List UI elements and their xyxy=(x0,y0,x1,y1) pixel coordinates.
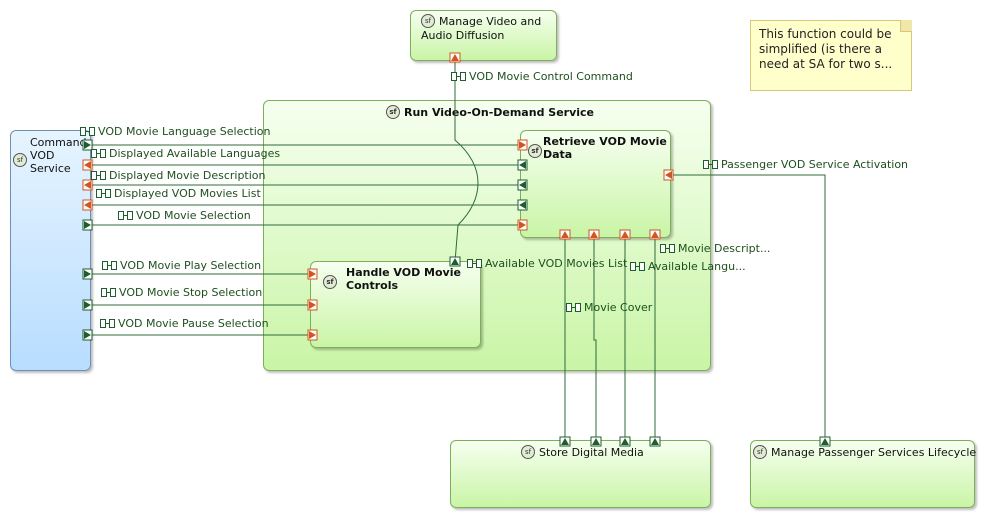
function-manage-passenger-services-lifecycle[interactable]: sf Manage Passenger Services Lifecycle xyxy=(750,440,977,508)
wire-passenger-activation xyxy=(671,174,826,440)
exchange-label-stop-selection[interactable]: VOD Movie Stop Selection xyxy=(101,286,262,299)
function-label: Manage Passenger Services Lifecycle xyxy=(771,446,977,459)
system-function-icon: sf xyxy=(323,275,337,289)
functional-exchange-icon xyxy=(660,243,675,253)
note-fold-corner xyxy=(900,20,912,32)
exchange-label-displayed-description[interactable]: Displayed Movie Description xyxy=(91,169,266,182)
wire-movie-cover-2 xyxy=(593,238,597,440)
exchange-label-displayed-list[interactable]: Displayed VOD Movies List xyxy=(96,187,261,200)
function-retrieve-vod-movie-data[interactable]: sf Retrieve VOD Movie Data xyxy=(520,130,671,238)
functional-exchange-icon xyxy=(100,318,115,328)
exchange-label-passenger-activation[interactable]: Passenger VOD Service Activation xyxy=(703,158,908,171)
ports xyxy=(82,52,831,447)
function-handle-vod-movie-controls[interactable]: sf Handle VOD Movie Controls xyxy=(310,261,481,348)
functional-exchange-icon xyxy=(566,302,581,312)
exchange-label-language-selection[interactable]: VOD Movie Language Selection xyxy=(80,125,270,138)
actor-command-vod-service[interactable]: sf Command VOD Service xyxy=(10,130,91,371)
function-label: Handle VOD Movie Controls xyxy=(346,266,461,292)
system-function-icon: sf xyxy=(521,445,535,459)
functional-exchange-icon xyxy=(703,159,718,169)
function-label: Command VOD Service xyxy=(30,136,87,175)
function-store-digital-media[interactable]: sf Store Digital Media xyxy=(450,440,711,508)
function-label: Store Digital Media xyxy=(539,446,644,459)
exchange-label-play-selection[interactable]: VOD Movie Play Selection xyxy=(102,259,261,272)
system-function-icon: sf xyxy=(753,445,767,459)
system-function-icon: sf xyxy=(13,153,27,167)
functional-exchange-icon xyxy=(91,170,106,180)
functional-exchange-icon xyxy=(101,287,116,297)
exchange-label-control-command[interactable]: VOD Movie Control Command xyxy=(451,70,633,83)
function-label: Manage Video and Audio Diffusion xyxy=(421,15,542,42)
system-function-icon: sf xyxy=(528,144,542,158)
functional-exchange-icon xyxy=(91,148,106,158)
exchange-label-displayed-languages[interactable]: Displayed Available Languages xyxy=(91,147,280,160)
exchange-label-movie-selection[interactable]: VOD Movie Selection xyxy=(118,209,251,222)
functional-exchange-icon xyxy=(96,188,111,198)
note[interactable]: This function could be simplified (is th… xyxy=(750,20,912,91)
system-function-icon: sf xyxy=(386,105,400,119)
exchange-label-pause-selection[interactable]: VOD Movie Pause Selection xyxy=(100,317,269,330)
functional-exchange-icon xyxy=(80,126,95,136)
system-function-icon: sf xyxy=(421,14,435,28)
functional-exchange-icon xyxy=(630,261,645,271)
note-text: This function could be simplified (is th… xyxy=(759,27,893,71)
functional-exchange-icon xyxy=(118,210,133,220)
function-label: Retrieve VOD Movie Data xyxy=(543,135,667,161)
exchange-label-movie-description[interactable]: Movie Descript... xyxy=(660,242,770,255)
functional-exchange-icon xyxy=(467,258,482,268)
wire-control-command xyxy=(454,62,479,263)
exchange-label-movie-cover[interactable]: Movie Cover xyxy=(566,301,652,314)
functional-exchange-icon xyxy=(451,71,466,81)
exchange-label-available-languages[interactable]: Available Langu... xyxy=(630,260,746,273)
function-label: Run Video-On-Demand Service xyxy=(404,106,594,119)
exchange-label-available-list[interactable]: Available VOD Movies List xyxy=(467,257,627,270)
functional-exchange-icon xyxy=(102,260,117,270)
